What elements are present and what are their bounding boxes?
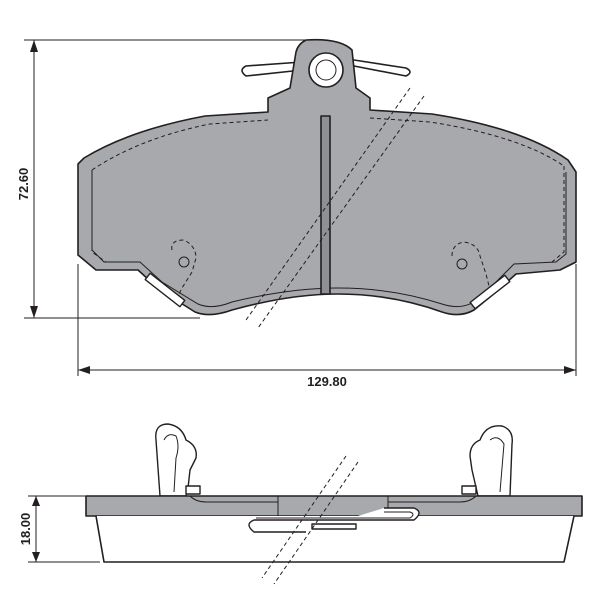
thickness-dimension: [28, 495, 100, 563]
width-dimension: [77, 264, 577, 376]
top-mounting-hole: [308, 52, 344, 88]
side-left-clip: [155, 423, 201, 527]
thickness-dimension-label: 18.00: [18, 513, 33, 546]
section-indicator: [245, 87, 425, 329]
center-slot: [320, 115, 331, 295]
side-section-indicator: [261, 455, 359, 585]
wear-indicator-wire: [241, 59, 411, 77]
side-backing-plate: [85, 495, 583, 517]
left-spring-clip: [144, 239, 197, 308]
top-mounting-hole-inner: [315, 59, 337, 81]
side-view: [85, 423, 583, 585]
front-view: [77, 38, 577, 329]
height-dimension-label: 72.60: [16, 168, 31, 201]
width-dimension-label: 129.80: [307, 374, 347, 389]
height-dimension: [24, 39, 306, 319]
friction-material-edge: [91, 172, 567, 308]
side-wear-wire: [248, 507, 420, 533]
side-friction-material: [95, 515, 575, 563]
right-spring-clip: [451, 241, 511, 310]
friction-material-outline: [91, 117, 565, 263]
